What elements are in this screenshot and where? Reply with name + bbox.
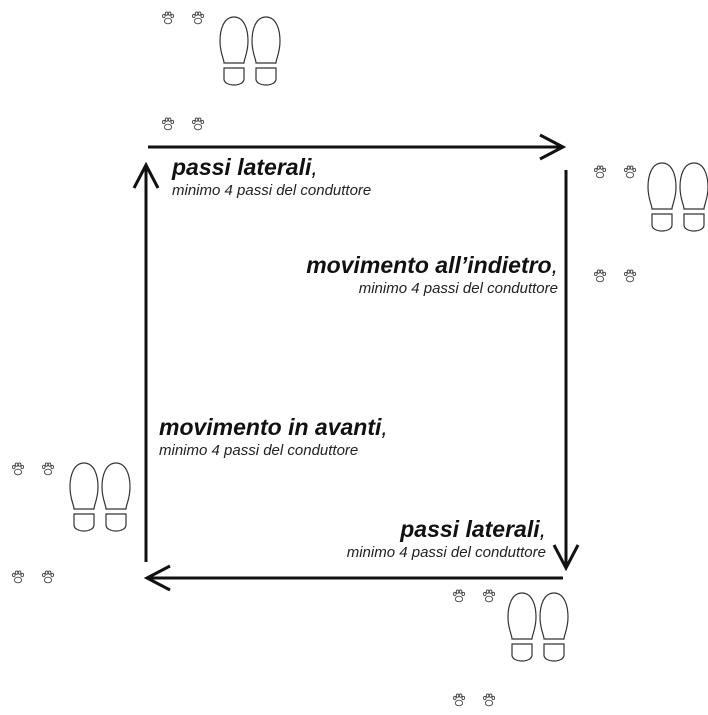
shoe-print-icon [219,16,281,86]
label-bottom-lateral-steps: passi laterali, minimo 4 passi del condu… [347,516,546,562]
label-comma: , [381,414,388,440]
paw-print-icon [12,462,55,584]
label-comma: , [551,252,558,278]
label-title: passi laterali [400,516,540,542]
label-subtitle: minimo 4 passi del conduttore [159,442,359,459]
shoe-print-icon [69,462,131,532]
label-comma: , [311,154,318,180]
label-subtitle: minimo 4 passi del conduttore [346,544,546,561]
paw-print-icon [453,589,496,707]
label-backward-movement: movimento all’indietro, minimo 4 passi d… [306,252,558,298]
paw-print-icon [594,165,637,283]
right-arrow [552,170,580,572]
paw-print-icon [162,11,205,131]
label-top-lateral-steps: passi laterali, minimo 4 passi del condu… [172,154,371,200]
label-comma: , [539,516,546,542]
left-arrow [132,161,160,562]
label-subtitle: minimo 4 passi del conduttore [172,182,372,199]
label-title: movimento in avanti [159,414,382,440]
label-forward-movement: movimento in avanti, minimo 4 passi del … [159,414,388,460]
label-subtitle: minimo 4 passi del conduttore [358,280,558,297]
top-arrow [148,133,567,161]
label-title: movimento all’indietro [306,252,552,278]
shoe-print-icon [647,162,708,232]
label-title: passi laterali [172,154,312,180]
shoe-print-icon [507,592,569,662]
bottom-arrow [143,564,563,592]
